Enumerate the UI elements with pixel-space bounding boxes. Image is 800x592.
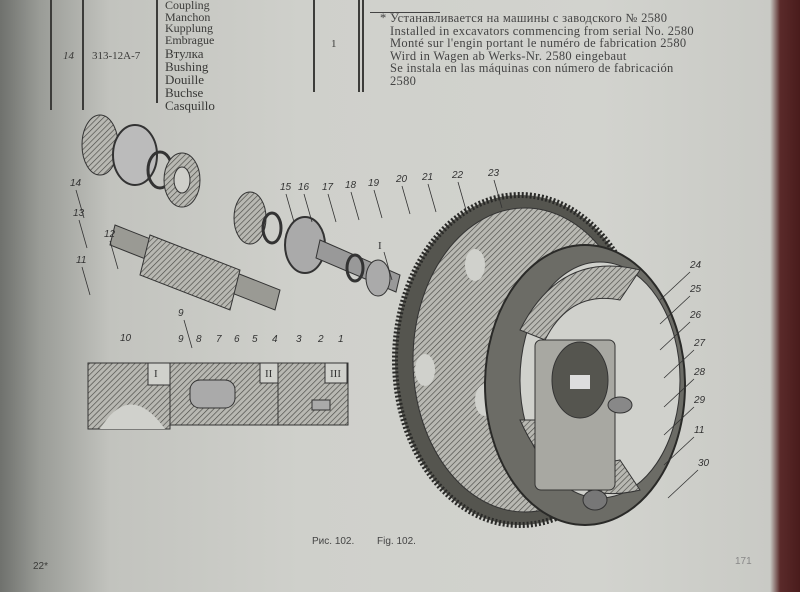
- part-name: Kupplung: [165, 21, 213, 35]
- footnote: * Устанавливается на машины с заводского…: [380, 12, 694, 87]
- callout-label: 28: [694, 367, 706, 378]
- leader-line: [75, 189, 85, 219]
- footnote-line: Se instala en las máquinas con número de…: [390, 61, 674, 75]
- inset-detail-views: [87, 362, 349, 430]
- page-number: 171: [735, 556, 752, 567]
- callout-label: 16: [298, 182, 310, 193]
- callout-label: 25: [690, 284, 702, 295]
- callout-label: 17: [322, 182, 334, 193]
- leader-line: [285, 193, 295, 223]
- clutch-drum: [484, 244, 686, 526]
- leader-line: [78, 219, 88, 249]
- inset-callout-label: 3: [296, 334, 302, 345]
- leader-line: [373, 189, 383, 219]
- inset-callout-label: 4: [272, 334, 278, 345]
- callout-label: 19: [368, 178, 380, 189]
- callout-label: 21: [422, 172, 434, 183]
- part-name: Embrague: [165, 32, 215, 47]
- leader-line: [457, 181, 467, 211]
- callout-label: 11: [76, 255, 87, 266]
- leader-line: [659, 295, 691, 325]
- signature-mark: 22*: [33, 561, 49, 572]
- footnote-line: Installed in excavators commencing from …: [390, 23, 694, 38]
- part-number: 313-12A-7: [92, 50, 141, 62]
- leader-line: [667, 469, 699, 499]
- inset-callout-label: 9: [178, 334, 184, 345]
- part-name: Buchse: [165, 85, 204, 100]
- inset-callout-label: 7: [216, 334, 222, 345]
- callout-label: 12: [104, 229, 116, 240]
- table-rule: [82, 0, 84, 110]
- part-name: Coupling: [165, 0, 210, 12]
- position-number: 14: [63, 50, 74, 62]
- inset-callout-label: 1: [338, 334, 344, 345]
- callout-label: I: [378, 240, 382, 252]
- table-rule: [358, 0, 360, 92]
- leader-line: [327, 193, 337, 223]
- part-name: Втулка: [165, 46, 204, 61]
- leader-line: [663, 436, 695, 466]
- callout-label: 13: [73, 208, 85, 219]
- callout-label: 27: [694, 338, 706, 349]
- table-rule: [370, 12, 440, 13]
- row-names: Втулка Bushing Douille Buchse Casquillo: [165, 47, 215, 112]
- callout-label: 14: [70, 178, 82, 189]
- leader-line: [659, 271, 691, 301]
- leader-line: [109, 240, 119, 270]
- part-name: Douille: [165, 72, 204, 87]
- inset-view-label: III: [330, 368, 341, 380]
- callout-leaders: [75, 179, 699, 499]
- footnote-line: Monté sur l'engin portant le numéro de f…: [390, 36, 687, 50]
- callout-label: 15: [280, 182, 292, 193]
- callout-label: 18: [345, 180, 357, 191]
- leader-line: [663, 349, 695, 379]
- table-rule: [362, 0, 364, 92]
- leader-line: [183, 319, 193, 349]
- leader-line: [663, 406, 695, 436]
- footnote-line: * Устанавливается на машины с заводского…: [380, 11, 668, 25]
- leader-line: [383, 251, 393, 281]
- table-rule: [313, 0, 315, 92]
- leader-line: [427, 183, 437, 213]
- callout-label: 9: [178, 308, 184, 319]
- callout-label: 26: [690, 310, 702, 321]
- part-name: Casquillo: [165, 98, 215, 113]
- leader-line: [663, 378, 695, 408]
- callout-label: 29: [694, 395, 706, 406]
- top-row-names: Coupling Manchon Kupplung Embrague: [165, 0, 214, 46]
- figure-caption-ru: Рис. 102.: [312, 536, 355, 547]
- footnote-line: Wird in Wagen ab Werks-Nr. 2580 eingebau…: [390, 48, 627, 63]
- inset-callout-label: 10: [120, 333, 132, 344]
- footnote-line: 2580: [390, 73, 417, 88]
- leader-line: [303, 193, 313, 223]
- callout-label: 22: [452, 170, 464, 181]
- bearing-group-upper: [81, 114, 201, 208]
- callout-label: 11: [694, 425, 705, 436]
- inset-callout-label: 5: [252, 334, 258, 345]
- callout-label: 23: [488, 168, 500, 179]
- leader-line: [659, 321, 691, 351]
- leader-line: [81, 266, 91, 296]
- inset-view-label: I: [154, 368, 158, 380]
- callout-label: 30: [698, 458, 710, 469]
- figure-caption-en: Fig. 102.: [377, 536, 416, 547]
- quantity: 1: [331, 38, 337, 50]
- part-name: Bushing: [165, 59, 209, 74]
- table-rule: [156, 0, 158, 103]
- bearing-group-middle: [233, 191, 401, 297]
- callout-label: 24: [690, 260, 702, 271]
- part-name: Manchon: [165, 9, 211, 24]
- inset-view-label: II: [265, 368, 273, 380]
- pinion-shaft: [109, 224, 281, 311]
- inset-callout-label: 2: [318, 334, 324, 345]
- inset-callout-label: 6: [234, 334, 240, 345]
- leader-line: [401, 185, 411, 215]
- table-rule: [50, 0, 52, 110]
- leader-line: [493, 179, 503, 209]
- leader-line: [350, 191, 360, 221]
- inset-callout-label: 8: [196, 334, 202, 345]
- callout-label: 20: [396, 174, 408, 185]
